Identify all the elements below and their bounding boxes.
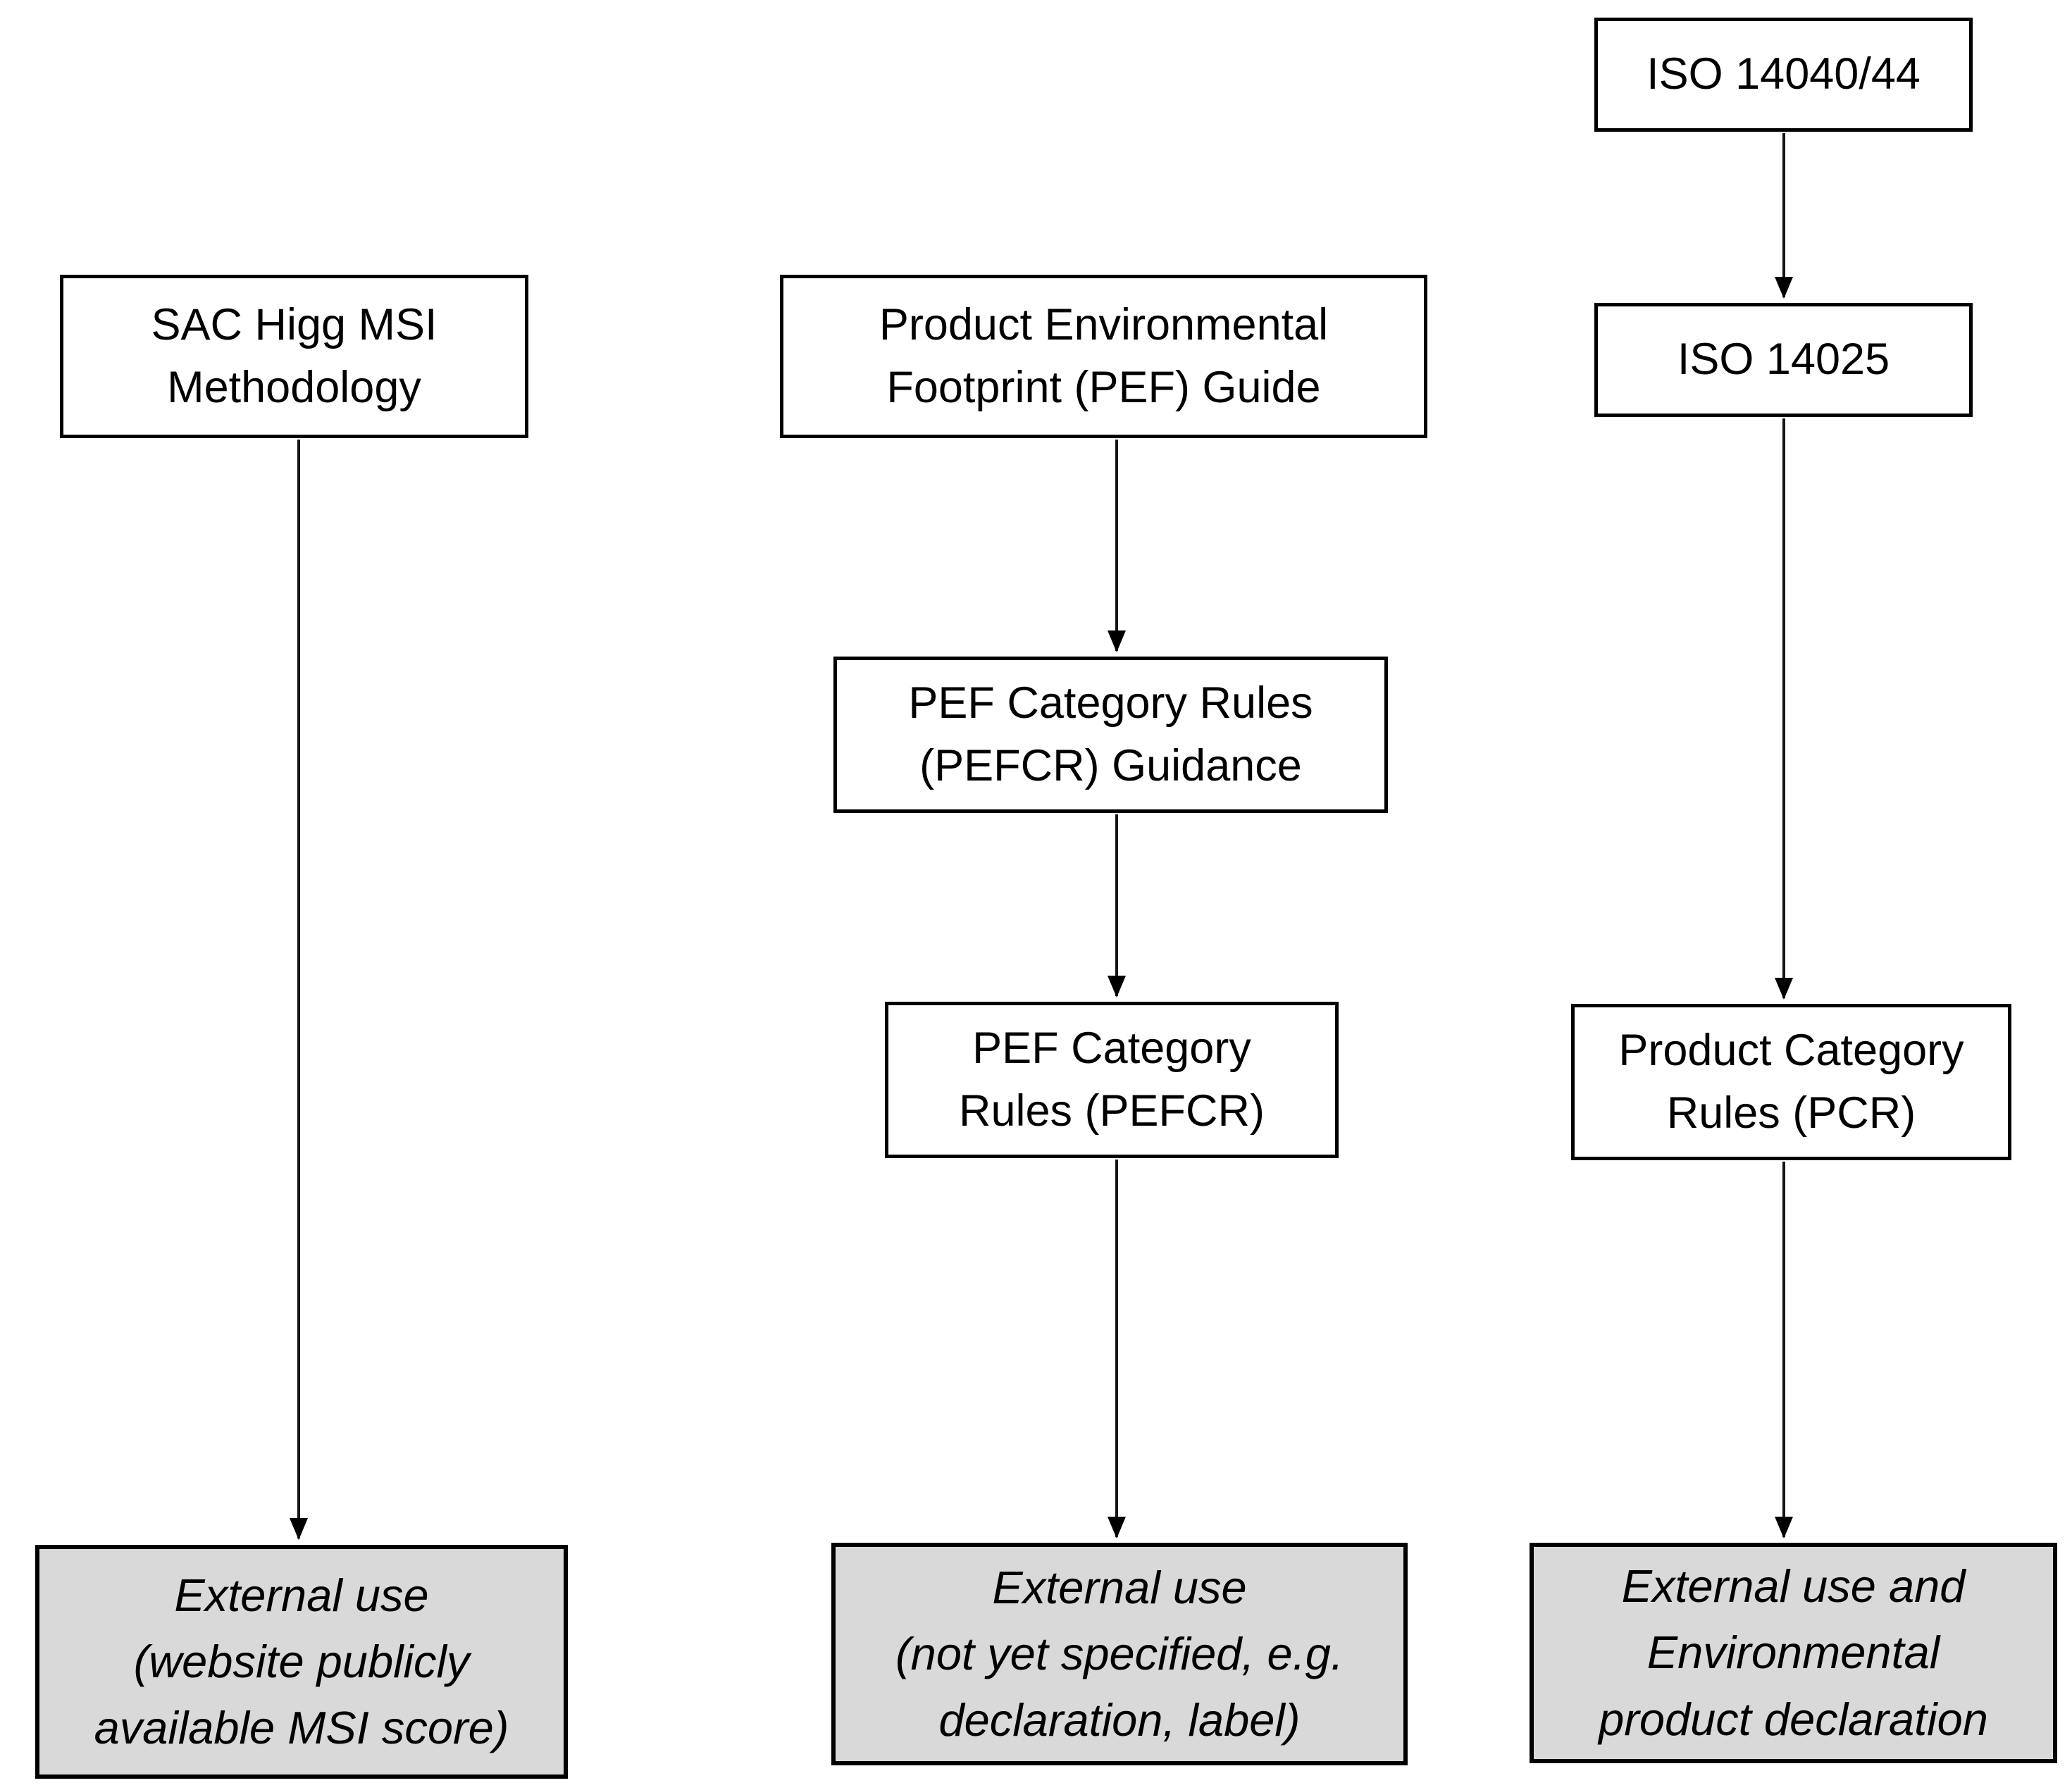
node-label: ISO 14025 — [1677, 335, 1890, 385]
node-label: PEF Category Rules (PEFCR) — [958, 1023, 1265, 1136]
node-pefcr: PEF Category Rules (PEFCR) — [885, 1002, 1339, 1158]
node-sac-higg-msi-methodology: SAC Higg MSI Methodology — [60, 275, 528, 438]
node-label: PEF Category Rules (PEFCR) Guidance — [908, 678, 1313, 790]
node-label: Product Environmental Footprint (PEF) Gu… — [879, 299, 1329, 412]
node-label: ISO 14040/44 — [1646, 49, 1921, 99]
node-label: External use (not yet specified, e.g. de… — [895, 1561, 1344, 1746]
node-external-use-pef: External use (not yet specified, e.g. de… — [831, 1543, 1408, 1765]
node-label: External use (website publicly available… — [94, 1569, 509, 1754]
node-label: SAC Higg MSI Methodology — [151, 299, 438, 412]
node-external-use-epd: External use and Environmental product d… — [1530, 1543, 2057, 1763]
node-iso-14040-44: ISO 14040/44 — [1594, 18, 1973, 132]
node-label: External use and Environmental product d… — [1599, 1560, 1988, 1745]
node-iso-14025: ISO 14025 — [1594, 303, 1973, 417]
node-pef-guide: Product Environmental Footprint (PEF) Gu… — [780, 275, 1427, 438]
node-external-use-msi: External use (website publicly available… — [35, 1545, 568, 1779]
node-label: Product Category Rules (PCR) — [1618, 1025, 1964, 1138]
node-pefcr-guidance: PEF Category Rules (PEFCR) Guidance — [833, 657, 1388, 813]
node-pcr: Product Category Rules (PCR) — [1571, 1004, 2011, 1160]
